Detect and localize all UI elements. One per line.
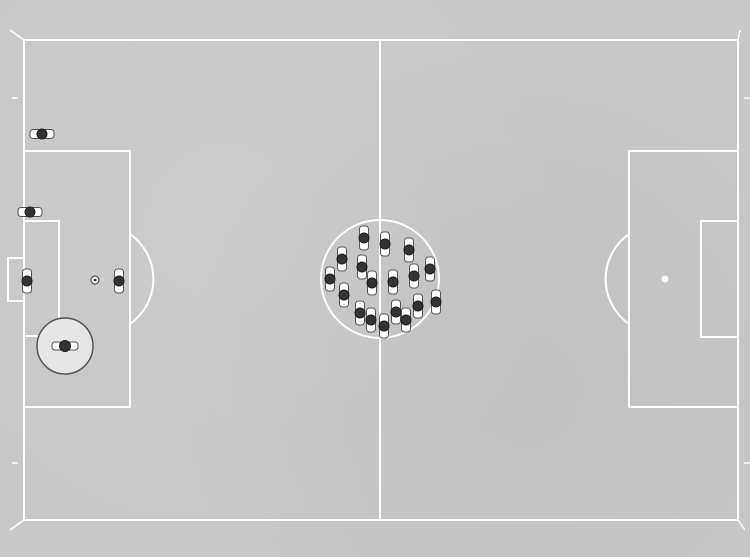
left-goal [8,258,24,301]
player-icon[interactable] [359,226,369,250]
right-penalty-spot [662,276,669,283]
player-icon[interactable] [404,238,414,262]
selected-player[interactable] [37,318,93,374]
player-icon[interactable] [367,271,377,295]
right-penalty-area [629,151,738,407]
players-layer[interactable] [18,129,441,338]
corner-flag-top-right [738,30,740,40]
corner-flag-bottom-right [738,520,745,530]
right-penalty-arc [606,234,629,324]
player-icon [52,341,78,352]
player-icon[interactable] [357,255,367,279]
player-icon[interactable] [30,129,54,139]
player-icon[interactable] [431,290,441,314]
player-icon[interactable] [380,232,390,256]
left-penalty-arc [130,234,153,324]
player-icon[interactable] [18,207,42,217]
player-icon[interactable] [114,269,124,293]
player-icon[interactable] [325,267,335,291]
player-icon[interactable] [401,308,411,332]
right-goal-area [701,221,738,337]
player-icon[interactable] [355,301,365,325]
player-icon[interactable] [409,264,419,288]
player-icon[interactable] [339,283,349,307]
corner-flag-bottom-left [10,520,24,530]
corner-flag-top-left [10,30,24,40]
player-icon[interactable] [379,314,389,338]
player-icon[interactable] [413,294,423,318]
player-icon[interactable] [366,308,376,332]
ball-icon[interactable] [91,276,99,284]
player-icon[interactable] [337,247,347,271]
player-icon[interactable] [425,257,435,281]
player-icon[interactable] [391,300,401,324]
player-icon[interactable] [22,269,32,293]
player-icon[interactable] [388,270,398,294]
